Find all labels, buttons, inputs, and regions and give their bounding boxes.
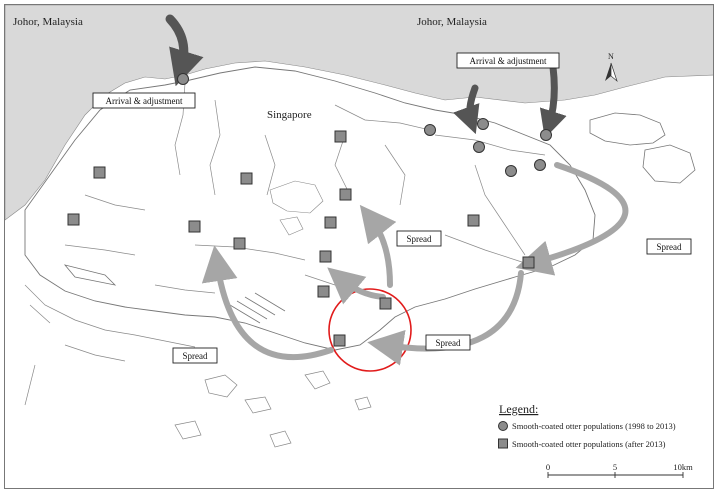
north-arrow: N xyxy=(605,52,618,83)
annotation-arrival-left: Arrival & adjustment xyxy=(92,92,196,109)
spread-arrow-center-up xyxy=(359,204,397,288)
otter-markers-1998-2013 xyxy=(177,73,552,177)
annotation-arrival-right-text: Arrival & adjustment xyxy=(470,56,547,66)
arrival-arrow-east-b xyxy=(539,63,567,139)
otter-site-marker xyxy=(188,220,201,233)
place-label-johor-left: Johor, Malaysia xyxy=(13,16,83,28)
otter-site-marker xyxy=(333,334,346,347)
western-coast xyxy=(24,284,196,406)
otter-site-marker xyxy=(339,188,352,201)
place-label-johor-right: Johor, Malaysia xyxy=(417,16,487,28)
annotation-arrival-right: Arrival & adjustment xyxy=(456,52,560,69)
place-label-singapore: Singapore xyxy=(267,109,312,121)
otter-site-marker xyxy=(67,213,80,226)
otter-site-marker xyxy=(177,73,189,85)
annotation-spread-west: Spread xyxy=(172,347,218,364)
scale-tick-10: 10km xyxy=(673,462,693,472)
scale-tick-0: 0 xyxy=(546,462,550,472)
annotation-spread-south-text: Spread xyxy=(436,338,461,348)
southern-islands xyxy=(174,370,372,448)
spread-arrows xyxy=(201,162,629,366)
annotation-spread-east-text: Spread xyxy=(657,242,682,252)
otter-site-marker xyxy=(317,285,330,298)
scale-tick-5: 5 xyxy=(613,462,617,472)
otter-site-marker xyxy=(477,118,489,130)
otter-site-marker xyxy=(522,256,535,269)
pulau-tekong xyxy=(642,144,696,184)
annotation-spread-south: Spread xyxy=(425,334,471,351)
scale-bar: 0 5 10km xyxy=(546,462,693,478)
otter-site-marker xyxy=(240,172,253,185)
spread-arrow-east xyxy=(515,162,629,276)
annotation-spread-west-text: Spread xyxy=(183,351,208,361)
legend-title: Legend: xyxy=(499,402,538,416)
north-arrow-icon xyxy=(605,63,611,81)
legend-square-icon xyxy=(498,438,508,449)
otter-markers-after-2013 xyxy=(67,130,535,347)
map-frame: Johor, Malaysia Johor, Malaysia Singapor… xyxy=(4,4,714,489)
central-reservoirs xyxy=(269,180,324,236)
otter-site-marker xyxy=(424,124,436,136)
annotation-spread-center-text: Spread xyxy=(407,234,432,244)
port-structures xyxy=(63,264,286,324)
spread-arrow-center-left xyxy=(327,267,386,305)
otter-site-marker xyxy=(379,297,392,310)
otter-site-marker xyxy=(540,129,552,141)
otter-site-marker xyxy=(319,250,332,263)
otter-site-marker xyxy=(334,130,347,143)
otter-site-marker xyxy=(324,216,337,229)
legend-circle-icon xyxy=(498,421,508,431)
highlight-circle xyxy=(328,288,412,372)
legend-square-label: Smooth-coated otter populations (after 2… xyxy=(512,439,666,449)
legend-circle-label: Smooth-coated otter populations (1998 to… xyxy=(512,421,676,431)
otter-site-marker xyxy=(233,237,246,250)
annotation-spread-east: Spread xyxy=(646,238,692,255)
arrival-arrow-east-a xyxy=(453,84,480,135)
otter-site-marker xyxy=(505,165,517,177)
pulau-ubin xyxy=(589,112,666,146)
arrival-arrow-west xyxy=(165,14,204,87)
scale-bar-line xyxy=(547,472,684,478)
legend: Legend: Smooth-coated otter populations … xyxy=(498,402,676,449)
otter-site-marker xyxy=(473,141,485,153)
otter-site-marker xyxy=(534,159,546,171)
otter-site-marker xyxy=(93,166,106,179)
arrival-arrows xyxy=(165,14,567,139)
annotation-arrival-left-text: Arrival & adjustment xyxy=(106,96,183,106)
annotation-spread-center: Spread xyxy=(396,230,442,247)
spread-arrow-west xyxy=(201,245,334,361)
north-label: N xyxy=(608,52,614,61)
spread-arrow-south-east xyxy=(367,270,524,366)
otter-map: Johor, Malaysia Johor, Malaysia Singapor… xyxy=(5,5,713,478)
otter-site-marker xyxy=(467,214,480,227)
